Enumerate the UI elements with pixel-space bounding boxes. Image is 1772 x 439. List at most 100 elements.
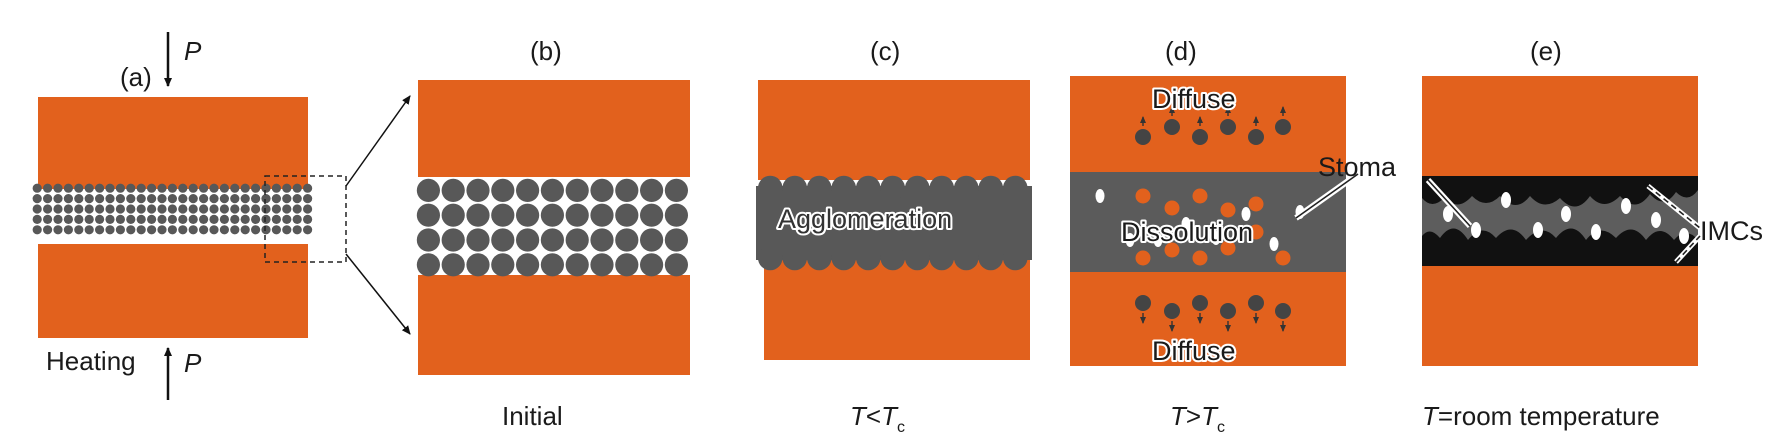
particle	[188, 214, 198, 224]
diffusing-atom	[1248, 295, 1264, 311]
diffusing-atom	[1275, 303, 1291, 319]
stoma-label: Stoma	[1318, 152, 1397, 182]
particle	[63, 225, 73, 235]
diffuse-top-label: Diffuse	[1152, 84, 1236, 114]
particle	[880, 175, 905, 201]
particle	[147, 225, 157, 235]
panel-a-bottom-substrate	[38, 244, 308, 338]
particle	[157, 194, 167, 204]
particle	[126, 214, 136, 224]
panel-c-caption-t: T	[850, 401, 868, 431]
particle	[1003, 175, 1028, 201]
particle	[63, 183, 73, 193]
particle	[84, 204, 94, 214]
dissolving-particle	[1220, 240, 1236, 256]
particle	[271, 204, 281, 214]
imcs-label: IMCs	[1700, 216, 1763, 246]
particle	[126, 194, 136, 204]
particle	[782, 245, 807, 271]
stoma-void	[1679, 228, 1689, 244]
bottom-pressure-label: P	[184, 348, 202, 378]
panel-a: (a) P Heating P	[32, 32, 411, 400]
particle	[590, 228, 614, 252]
dissolving-particle	[1275, 250, 1291, 266]
particle	[74, 204, 84, 214]
diffuse-bottom-label: Diffuse	[1152, 336, 1236, 366]
particle	[32, 225, 42, 235]
particle	[292, 194, 302, 204]
particle	[188, 183, 198, 193]
particle	[615, 178, 639, 202]
particle	[292, 225, 302, 235]
particle	[441, 228, 465, 252]
particle	[84, 225, 94, 235]
stoma-void	[1241, 207, 1251, 221]
particle	[251, 194, 261, 204]
dissolving-particle	[1135, 250, 1151, 266]
particle	[929, 245, 954, 271]
particle	[978, 175, 1003, 201]
particle	[157, 183, 167, 193]
particle	[540, 253, 565, 277]
diffusing-atom	[1220, 303, 1236, 319]
particle	[188, 204, 198, 214]
particle	[292, 214, 302, 224]
panel-c-caption-rel: <	[866, 401, 881, 431]
particle	[32, 214, 42, 224]
particle	[282, 194, 292, 204]
particle	[74, 183, 84, 193]
particle	[230, 204, 240, 214]
particle	[540, 228, 565, 252]
panel-e-bottom-imc-layer	[1422, 228, 1698, 266]
particle	[640, 253, 664, 277]
zoom-line-bottom	[345, 253, 411, 335]
dissolution-label: Dissolution	[1121, 217, 1253, 247]
particle	[292, 204, 302, 214]
particle	[565, 178, 589, 202]
particle	[271, 214, 281, 224]
particle	[271, 225, 281, 235]
panel-d: (d) Diffuse Dissolution Diffuse Stoma T>…	[1070, 36, 1397, 436]
particle	[466, 228, 490, 252]
particle	[199, 225, 209, 235]
particle	[84, 194, 94, 204]
panel-d-caption-rel: >	[1186, 401, 1201, 431]
particle	[758, 245, 783, 271]
particle	[615, 253, 639, 277]
particle	[32, 204, 42, 214]
particle	[954, 175, 979, 201]
particle	[147, 214, 157, 224]
particle	[516, 228, 540, 252]
panel-e-bottom-substrate	[1422, 266, 1698, 366]
particle	[880, 245, 905, 271]
particle	[32, 194, 42, 204]
particle	[115, 183, 125, 193]
particle	[63, 214, 73, 224]
dissolving-particle	[1164, 242, 1180, 258]
particle	[466, 253, 490, 277]
particle	[157, 214, 167, 224]
particle	[590, 253, 614, 277]
particle	[615, 203, 639, 227]
panel-a-zoom-box	[264, 175, 347, 263]
particle	[53, 194, 63, 204]
particle	[758, 175, 783, 201]
particle	[209, 204, 219, 214]
agglomeration-label: Agglomeration	[778, 204, 952, 234]
particle	[856, 175, 881, 201]
dissolving-particle	[1164, 200, 1180, 216]
particle	[105, 214, 115, 224]
particle	[136, 183, 146, 193]
stoma-pointer-core	[1295, 173, 1359, 219]
particle	[178, 225, 188, 235]
particle	[230, 225, 240, 235]
particle	[590, 203, 614, 227]
particle	[95, 204, 105, 214]
particle	[416, 253, 440, 277]
dissolving-particle	[1192, 250, 1208, 266]
panel-c-label: (c)	[870, 36, 900, 66]
particle	[178, 183, 188, 193]
stoma-void	[1561, 206, 1571, 222]
panel-b: (b) Initial	[416, 36, 690, 431]
particle	[292, 183, 302, 193]
